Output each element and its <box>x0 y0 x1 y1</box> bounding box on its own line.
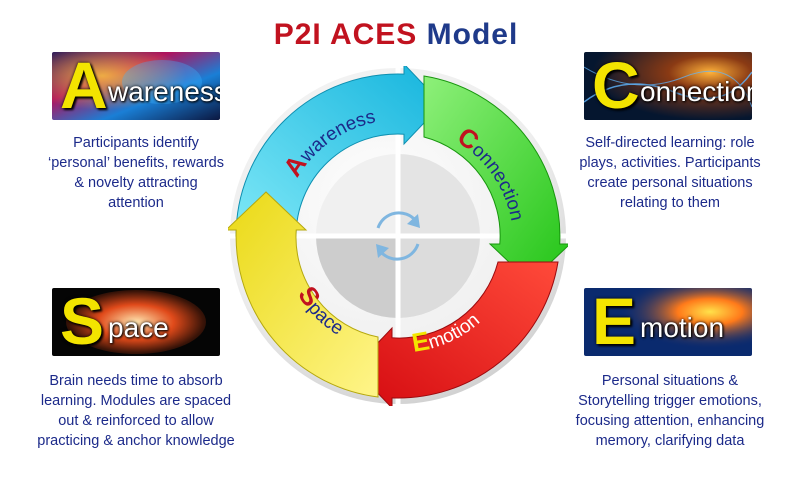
banner-letter: A <box>60 52 108 120</box>
description-line: learning. Modules are spaced <box>40 393 232 409</box>
title-p2i-aces: P2I ACES <box>273 18 418 51</box>
aces-cycle-diagram: Awareness Connection Emotion Space <box>228 66 568 406</box>
banner-letter: S <box>60 288 105 356</box>
space-banner: S pace <box>52 288 220 356</box>
colorful-brain-image <box>52 52 220 120</box>
description-line: Storytelling trigger emotions, <box>578 393 762 409</box>
brain-scan-image <box>52 288 220 356</box>
emotion-description: Personal situations & Storytelling trigg… <box>560 371 780 451</box>
glowing-brain-image <box>584 288 752 356</box>
refresh-cycle-icon <box>376 211 420 261</box>
description-line: ‘personal’ benefits, rewards <box>48 155 224 171</box>
arrow-label-letter: E <box>410 325 432 358</box>
emotion-arrow <box>353 261 559 406</box>
awareness-banner: A wareness <box>52 52 220 120</box>
description-line: focusing attention, enhancing <box>575 413 765 429</box>
emotion-banner: E motion <box>584 288 752 356</box>
banner-word: motion <box>640 312 725 343</box>
space-description: Brain needs time to absorb learning. Mod… <box>26 371 246 451</box>
banner-letter: C <box>592 52 640 120</box>
connection-arrow <box>423 75 568 283</box>
description-line: attention <box>108 195 164 211</box>
description-line: Brain needs time to absorb <box>49 373 223 389</box>
description-line: practicing & anchor knowledge <box>37 433 235 449</box>
banner-word: onnection <box>640 76 752 107</box>
description-line: Self-directed learning: role <box>585 135 755 151</box>
description-line: memory, clarifying data <box>595 433 745 449</box>
awareness-description: Participants identify ‘personal’ benefit… <box>26 133 246 213</box>
quadrant-top-right <box>398 154 480 236</box>
connection-description: Self-directed learning: role plays, acti… <box>560 133 780 213</box>
description-line: plays, activities. Participants <box>579 155 761 171</box>
description-line: & novelty attracting <box>74 175 198 191</box>
banner-word: pace <box>108 312 169 343</box>
neuron-network-image <box>584 52 752 120</box>
connection-banner: C onnection <box>584 52 752 120</box>
banner-letter: E <box>592 288 637 356</box>
awareness-arrow <box>235 66 443 237</box>
description-line: create personal situations <box>587 175 753 191</box>
space-arrow <box>228 191 379 398</box>
description-line: Personal situations & <box>601 373 739 389</box>
description-line: Participants identify <box>73 135 199 151</box>
quadrant-top-left <box>316 154 398 236</box>
title-model: Model <box>426 18 519 51</box>
description-line: out & reinforced to allow <box>58 413 214 429</box>
quadrant-bottom-left <box>316 236 398 318</box>
quadrant-bottom-right <box>398 236 480 318</box>
page-title: P2I ACES Model <box>0 18 792 52</box>
banner-word: wareness <box>108 76 220 107</box>
description-line: relating to them <box>620 195 720 211</box>
